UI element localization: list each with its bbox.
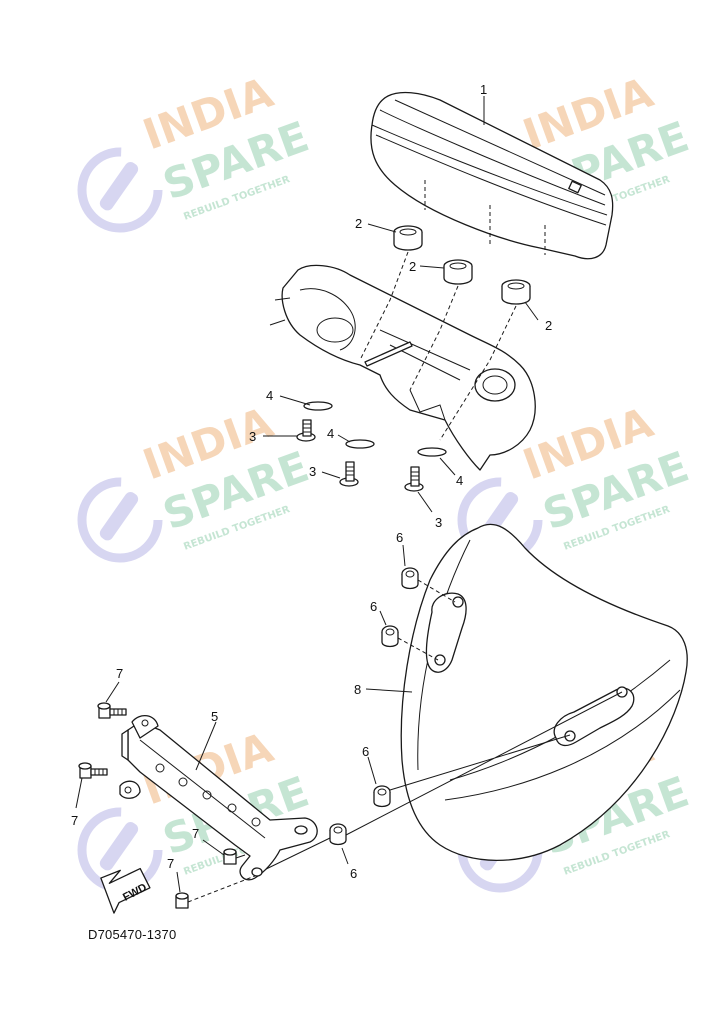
watermark-top-left: INDIA SPARE REBUILD TOGETHER [77, 67, 315, 233]
collar-d [329, 823, 347, 846]
grommet-center [443, 259, 473, 285]
screw-a [296, 419, 316, 442]
callout-2c: 2 [545, 318, 552, 333]
diagram-reference-code: D705470-1370 [88, 927, 177, 942]
watermark-mid-left: INDIA SPARE REBUILD TOGETHER [77, 397, 315, 563]
callout-8: 8 [354, 682, 361, 697]
callout-labels: 1 2 2 2 4 3 4 3 4 3 6 6 8 6 6 5 7 7 7 7 [71, 82, 552, 881]
collar-c [373, 785, 391, 808]
callout-6d: 6 [350, 866, 357, 881]
windshield-bracket [119, 715, 318, 881]
callout-7b: 7 [71, 813, 78, 828]
callout-6c: 6 [362, 744, 369, 759]
callout-3a: 3 [249, 429, 256, 444]
windshield [400, 523, 688, 862]
bolt-d [175, 875, 256, 909]
washer-c [417, 447, 447, 457]
screw-b [339, 461, 359, 487]
callout-3b: 3 [309, 464, 316, 479]
callout-1: 1 [480, 82, 487, 97]
callout-7c: 7 [192, 826, 199, 841]
callout-7a: 7 [116, 666, 123, 681]
callout-6a: 6 [396, 530, 403, 545]
washer-b [345, 439, 375, 449]
bolt-b [78, 762, 108, 779]
callout-3c: 3 [435, 515, 442, 530]
grommet-left [393, 225, 423, 251]
bolt-a [97, 702, 127, 719]
collar-a [401, 567, 419, 590]
callout-4a: 4 [266, 388, 273, 403]
meter-bracket [269, 264, 536, 471]
meter-assembly [370, 91, 614, 260]
callout-4c: 4 [456, 473, 463, 488]
collar-b [381, 625, 399, 648]
bolt-c [223, 848, 246, 865]
callout-7d: 7 [167, 856, 174, 871]
callout-2a: 2 [355, 216, 362, 231]
callout-4b: 4 [327, 426, 334, 441]
callout-5: 5 [211, 709, 218, 724]
callout-leaders [75, 96, 539, 893]
washer-a [303, 401, 333, 411]
callout-6b: 6 [370, 599, 377, 614]
grommet-right [501, 279, 531, 305]
screw-c [404, 466, 424, 492]
callout-2b: 2 [409, 259, 416, 274]
